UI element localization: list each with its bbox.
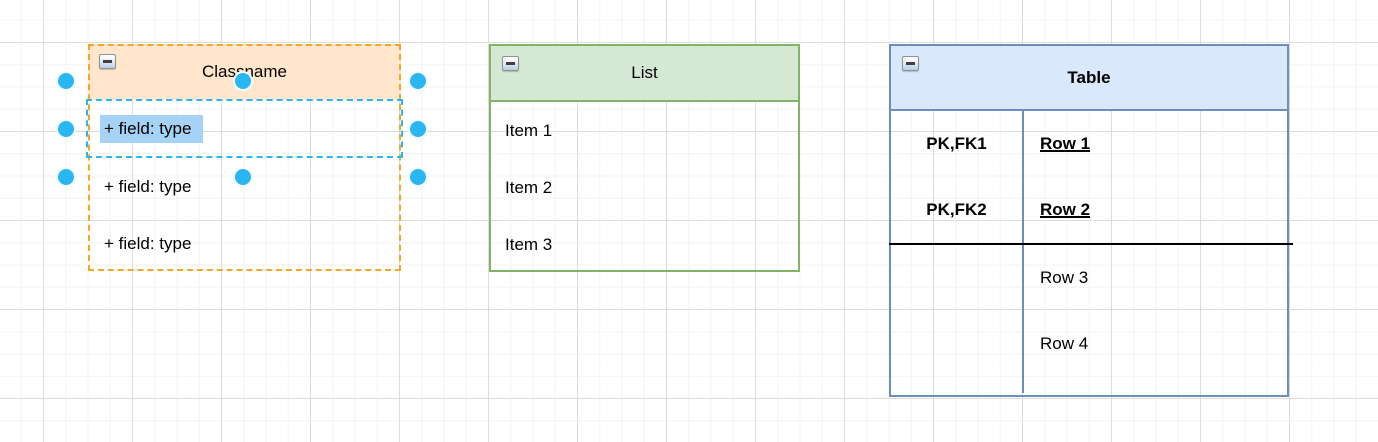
selection-handle[interactable] <box>56 71 76 91</box>
selection-handle[interactable] <box>233 71 253 91</box>
class-field-text-highlighted: + field: type <box>100 115 204 143</box>
table-cell-label[interactable]: Row 1 <box>1040 134 1091 153</box>
selection-handle[interactable] <box>56 167 76 187</box>
table-cell-key[interactable] <box>891 245 1022 311</box>
list-item-text: Item 1 <box>505 120 553 140</box>
list-item[interactable]: Item 3 <box>491 216 798 273</box>
minus-glyph <box>906 62 915 65</box>
list-item[interactable]: Item 1 <box>491 102 798 159</box>
table-column-divider <box>1022 111 1024 393</box>
list-item[interactable]: Item 2 <box>491 159 798 216</box>
collapse-minus-icon[interactable] <box>99 54 116 69</box>
list-item-text: Item 2 <box>505 177 553 197</box>
selection-handle[interactable] <box>408 167 428 187</box>
table-row[interactable]: PK,FK2 Row 2 <box>891 177 1287 243</box>
selection-handle[interactable] <box>56 119 76 139</box>
class-field-row[interactable]: + field: type <box>88 215 401 272</box>
list-item-text: Item 3 <box>505 234 553 254</box>
table-row[interactable]: PK,FK1 Row 1 <box>891 111 1287 177</box>
collapse-minus-icon[interactable] <box>902 56 919 71</box>
table-cell-label[interactable]: Row 4 <box>1040 334 1089 353</box>
minus-glyph <box>103 60 112 63</box>
table-cell-key[interactable]: PK,FK2 <box>926 200 987 219</box>
list-title: List <box>631 63 658 82</box>
table-cell-label[interactable]: Row 3 <box>1040 268 1089 287</box>
table-title: Table <box>1067 67 1111 87</box>
table-shape[interactable]: Table PK,FK1 Row 1 PK,FK2 Row 2 Row 3 Ro… <box>889 44 1293 397</box>
class-field-text: + field: type <box>104 176 192 196</box>
class-field-text: + field: type <box>104 233 192 253</box>
list-header[interactable]: List <box>491 46 798 102</box>
class-field-row[interactable]: + field: type <box>88 158 401 215</box>
class-field-row-selected[interactable]: + field: type <box>88 100 401 158</box>
selection-handle[interactable] <box>408 119 428 139</box>
table-section-divider <box>889 243 1293 245</box>
selection-handle[interactable] <box>408 71 428 91</box>
table-header[interactable]: Table <box>891 46 1287 111</box>
collapse-minus-icon[interactable] <box>502 56 519 71</box>
table-cell-key[interactable] <box>891 311 1022 377</box>
table-cell-label[interactable]: Row 2 <box>1040 200 1091 219</box>
table-row[interactable]: Row 4 <box>891 311 1287 377</box>
table-cell-key[interactable]: PK,FK1 <box>926 134 987 153</box>
selection-handle[interactable] <box>233 167 253 187</box>
table-body: PK,FK1 Row 1 PK,FK2 Row 2 Row 3 Row 4 <box>889 111 1293 393</box>
minus-glyph <box>506 62 515 65</box>
list-shape[interactable]: List Item 1 Item 2 Item 3 <box>489 44 800 272</box>
table-row[interactable]: Row 3 <box>891 245 1287 311</box>
